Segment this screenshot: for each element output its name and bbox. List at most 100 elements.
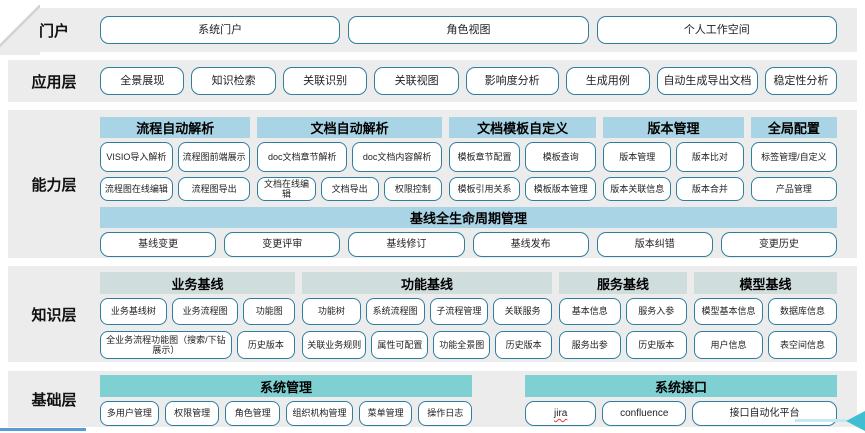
capability-box: 文档导出 <box>320 177 379 201</box>
group-header: 文档自动解析 <box>257 117 442 138</box>
knowledge-box: 服务入参 <box>625 298 687 325</box>
knowledge-box: 服务出参 <box>559 331 621 359</box>
baseline-box: 基线发布 <box>472 232 589 257</box>
group-model-baseline: 模型基线 模型基本信息 数据库信息 用户信息 表空间信息 <box>694 272 837 362</box>
capability-box: 版本关联信息 <box>603 177 672 201</box>
capability-box: 流程图导出 <box>177 177 251 201</box>
group-header: 系统接口 <box>525 375 837 397</box>
knowledge-box: 用户信息 <box>694 331 763 359</box>
portal-layer-band: 门户 系统门户 角色视图 个人工作空间 <box>8 8 857 52</box>
interface-box-confluence: confluence <box>602 401 687 426</box>
knowledge-box: 属性可配置 <box>371 331 429 359</box>
group-process-parsing: 流程自动解析 VISIO导入解析 流程图前端展示 流程图在线编辑 流程图导出 <box>100 117 251 201</box>
knowledge-box: 业务基线树 <box>100 298 167 325</box>
group-header: 全局配置 <box>750 117 837 138</box>
group-header: 功能基线 <box>302 272 552 294</box>
knowledge-box: 数据库信息 <box>768 298 837 325</box>
portal-box: 角色视图 <box>348 16 589 44</box>
baseline-lifecycle-header: 基线全生命周期管理 <box>100 207 837 228</box>
group-service-baseline: 服务基线 基本信息 服务入参 服务出参 历史版本 <box>559 272 687 362</box>
knowledge-box: 历史版本 <box>625 331 687 359</box>
application-box: 关联识别 <box>282 67 368 95</box>
knowledge-box: 历史版本 <box>495 331 552 359</box>
knowledge-box: 业务流程图 <box>171 298 239 325</box>
bottom-left-accent-line <box>0 428 86 431</box>
corner-cut-decoration <box>0 5 40 55</box>
knowledge-box: 模型基本信息 <box>694 298 763 325</box>
knowledge-box: 关联业务规则 <box>302 331 367 359</box>
knowledge-box: 历史版本 <box>236 331 295 359</box>
foundation-box: 权限管理 <box>164 401 220 426</box>
arrow-connector-line <box>795 419 847 422</box>
capability-box: 权限控制 <box>383 177 442 201</box>
application-box: 知识检索 <box>191 67 276 95</box>
portal-box: 个人工作空间 <box>596 16 837 44</box>
application-box: 自动生成导出文档 <box>656 67 758 95</box>
group-global-config: 全局配置 标签管理/自定义 产品管理 <box>750 117 837 201</box>
baseline-box: 版本纠错 <box>596 232 713 257</box>
group-header: 版本管理 <box>603 117 744 138</box>
application-layer-band: 应用层 全景展现 知识检索 关联识别 关联视图 影响度分析 生成用例 自动生成导… <box>8 60 857 102</box>
group-business-baseline: 业务基线 业务基线树 业务流程图 功能图 全业务流程功能图（搜索/下钻展示） 历… <box>100 272 296 362</box>
knowledge-box: 全业务流程功能图（搜索/下钻展示） <box>100 331 232 359</box>
group-header: 系统管理 <box>100 375 472 397</box>
foundation-layer-band: 基础层 系统管理 多用户管理 权限管理 角色管理 组织机构管理 菜单管理 操作日… <box>8 371 857 427</box>
capability-box: 模板查询 <box>525 142 597 172</box>
group-function-baseline: 功能基线 功能树 系统流程图 子流程管理 关联服务 关联业务规则 属性可配置 功… <box>302 272 552 362</box>
group-header: 模型基线 <box>694 272 837 294</box>
capability-box: VISIO导入解析 <box>100 142 173 172</box>
capability-box: 模板章节配置 <box>448 142 521 172</box>
knowledge-box: 子流程管理 <box>429 298 489 325</box>
foundation-box: 组织机构管理 <box>286 401 353 426</box>
capability-box: 模板引用关系 <box>448 177 521 201</box>
baseline-box: 变更评审 <box>224 232 341 257</box>
knowledge-box: 关联服务 <box>493 298 552 325</box>
capability-box: doc文档内容解析 <box>352 142 442 172</box>
baseline-box: 变更历史 <box>720 232 838 257</box>
foundation-box: 角色管理 <box>225 401 281 426</box>
group-system-interface: 系统接口 jira confluence 接口自动化平台 <box>525 375 838 427</box>
group-header: 文档模板自定义 <box>448 117 597 138</box>
knowledge-box: 功能树 <box>302 298 361 325</box>
knowledge-layer-band: 知识层 业务基线 业务基线树 业务流程图 功能图 全业务流程功能图（搜索/下钻展… <box>8 266 857 362</box>
application-box: 影响度分析 <box>465 67 559 95</box>
capability-box: 模板版本管理 <box>525 177 597 201</box>
capability-box: 版本合并 <box>676 177 744 201</box>
foundation-box: 菜单管理 <box>358 401 413 426</box>
foundation-box: 操作日志 <box>418 401 472 426</box>
capability-box: 流程图在线编辑 <box>100 177 173 201</box>
knowledge-box: 基本信息 <box>559 298 621 325</box>
interface-box-automation: 接口自动化平台 <box>692 401 838 426</box>
capability-layer-label: 能力层 <box>31 176 77 194</box>
application-box: 稳定性分析 <box>764 67 837 95</box>
group-system-mgmt: 系统管理 多用户管理 权限管理 角色管理 组织机构管理 菜单管理 操作日志 <box>100 375 472 427</box>
interface-box-jira: jira <box>525 401 597 426</box>
capability-layer-band: 能力层 流程自动解析 VISIO导入解析 流程图前端展示 流程图在线编辑 流程图… <box>8 110 857 258</box>
foundation-layer-label: 基础层 <box>31 391 77 409</box>
jira-label: jira <box>554 407 568 419</box>
capability-box: 版本管理 <box>603 142 672 172</box>
baseline-box: 基线变更 <box>100 232 217 257</box>
capability-box: 文档在线编辑 <box>257 177 316 201</box>
group-template-custom: 文档模板自定义 模板章节配置 模板查询 模板引用关系 模板版本管理 <box>448 117 597 201</box>
baseline-box: 基线修订 <box>348 232 465 257</box>
knowledge-box: 功能全景图 <box>433 331 491 359</box>
group-header: 业务基线 <box>100 272 295 294</box>
application-box: 生成用例 <box>565 67 650 95</box>
group-header: 流程自动解析 <box>100 117 251 138</box>
group-doc-parsing: 文档自动解析 doc文档章节解析 doc文档内容解析 文档在线编辑 文档导出 权… <box>257 117 442 201</box>
portal-box: 系统门户 <box>100 16 341 44</box>
portal-layer-label: 门户 <box>38 22 69 40</box>
capability-box: 标签管理/自定义 <box>750 142 837 172</box>
group-version-mgmt: 版本管理 版本管理 版本比对 版本关联信息 版本合并 <box>603 117 744 201</box>
capability-box: 流程图前端展示 <box>177 142 251 172</box>
knowledge-box: 表空间信息 <box>768 331 837 359</box>
group-header: 服务基线 <box>559 272 687 294</box>
capability-box: 产品管理 <box>750 177 837 201</box>
arrow-left-icon <box>846 411 865 431</box>
application-layer-label: 应用层 <box>31 73 77 91</box>
knowledge-layer-label: 知识层 <box>31 306 77 324</box>
capability-box: 版本比对 <box>676 142 744 172</box>
application-box: 关联视图 <box>374 67 459 95</box>
